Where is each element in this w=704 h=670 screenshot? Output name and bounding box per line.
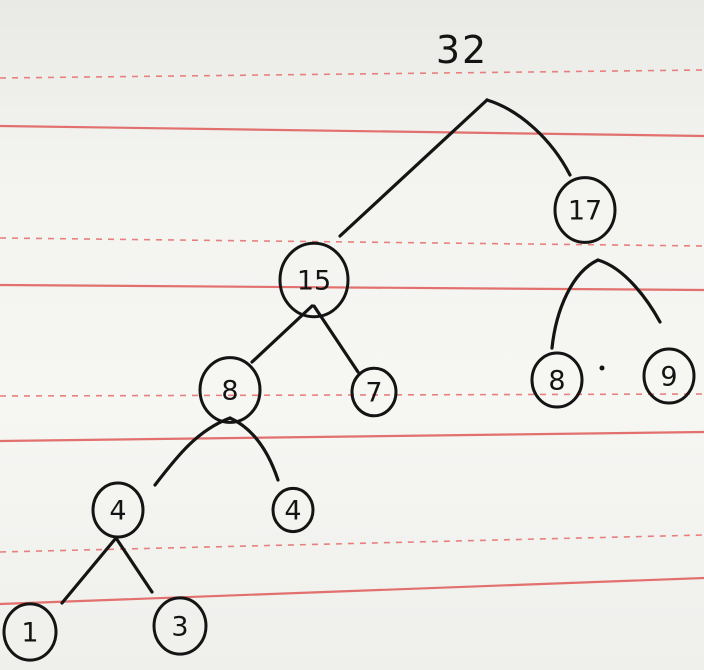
edge-n8a-n4b	[228, 416, 280, 482]
node-circle	[642, 347, 696, 405]
rule-solid	[0, 430, 704, 443]
edge-n4a-n3	[114, 536, 154, 594]
rule-solid	[0, 576, 704, 606]
node-circle	[278, 241, 350, 319]
node-value-label: 17	[568, 196, 602, 227]
node-value-label: 4	[109, 496, 126, 527]
stray-ink-mark	[599, 365, 605, 371]
tree-node: 1	[2, 602, 58, 662]
node-circle	[2, 602, 58, 662]
paper-rules	[0, 69, 704, 606]
edge-n17-n8b	[550, 258, 600, 350]
node-value-label: 7	[365, 378, 382, 409]
edge-root-n15	[338, 98, 489, 238]
node-circle	[152, 596, 208, 656]
node-value-label: 8	[221, 376, 238, 407]
node-value-label: 8	[548, 366, 565, 397]
node-value-label: 1	[21, 618, 38, 649]
tree-node: 8	[198, 356, 262, 424]
tree-node: 9	[642, 347, 696, 405]
edge-n17-n9	[596, 258, 662, 324]
rule-solid	[0, 283, 704, 292]
rule-dashed	[0, 237, 704, 247]
node-circle	[91, 481, 145, 539]
root-node-label: 32	[436, 28, 488, 72]
tree-nodes: 32 15 17 8 7 8 9 4 4 1 3	[2, 28, 696, 662]
edge-n4a-n1	[60, 536, 118, 605]
rule-dashed	[0, 69, 704, 79]
tree-node: 7	[350, 366, 398, 418]
tree-node: 15	[278, 241, 350, 319]
tree-node: 8	[530, 351, 584, 409]
tree-node: 3	[152, 596, 208, 656]
node-value-label: 15	[297, 266, 331, 297]
edge-n8a-n4a	[153, 416, 232, 487]
tree-node: 17	[553, 176, 617, 244]
node-circle	[271, 486, 315, 534]
node-circle	[553, 176, 617, 244]
node-circle	[198, 356, 262, 424]
node-value-label: 9	[660, 362, 677, 393]
rule-solid	[0, 124, 704, 138]
node-circle	[530, 351, 584, 409]
tree-edges	[60, 98, 662, 605]
edge-root-n17	[485, 98, 572, 177]
node-value-label: 3	[171, 612, 188, 643]
tree-node: 4	[91, 481, 145, 539]
node-value-label: 4	[284, 496, 301, 527]
node-circle	[350, 366, 398, 418]
tree-node: 4	[271, 486, 315, 534]
rule-dashed	[0, 534, 704, 553]
